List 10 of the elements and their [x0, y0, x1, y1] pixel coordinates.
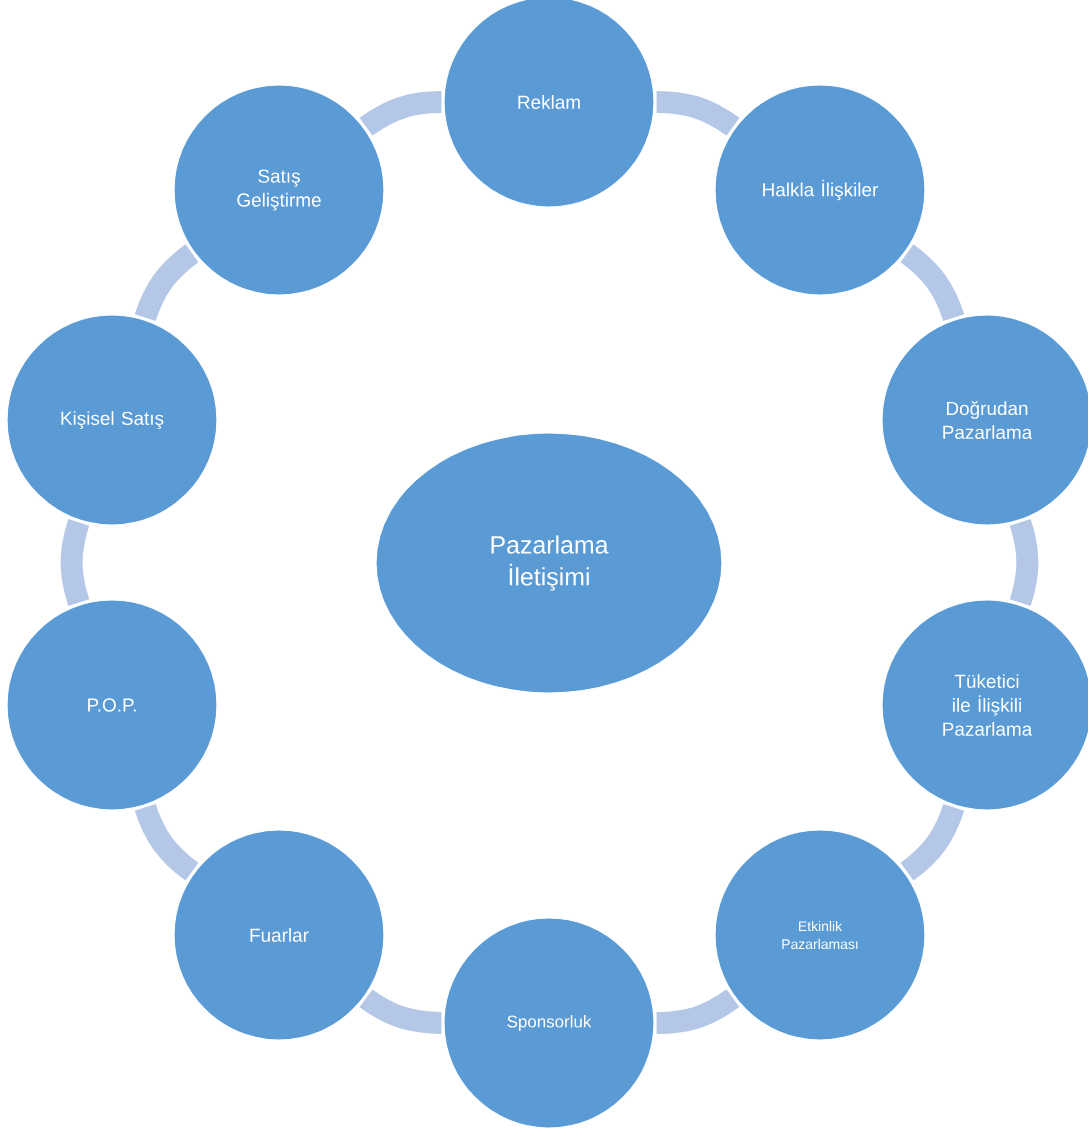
connector-arc — [359, 91, 442, 136]
connector-arc — [900, 244, 965, 322]
connector-arc — [134, 803, 199, 881]
connector-arc — [134, 244, 199, 322]
connector-arc — [359, 989, 442, 1034]
connector-arc — [656, 989, 740, 1034]
connector-arc — [60, 519, 90, 606]
connector-arc — [900, 803, 965, 881]
connector-arc — [656, 91, 740, 136]
connector-arc — [1009, 519, 1039, 606]
